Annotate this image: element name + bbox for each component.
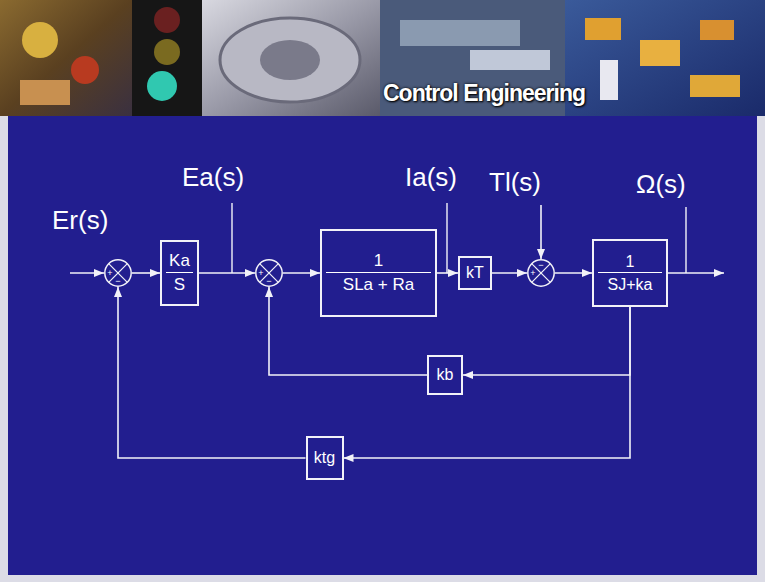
summing-junction: +− bbox=[527, 259, 555, 287]
transfer-block: kb bbox=[427, 355, 463, 395]
junction-sign: + bbox=[105, 268, 115, 278]
photo-detail bbox=[22, 22, 58, 58]
junction-circle bbox=[256, 260, 282, 286]
machine-part bbox=[400, 20, 520, 46]
traffic-light bbox=[132, 0, 202, 116]
signal-leader bbox=[685, 207, 686, 273]
circuit-photo bbox=[565, 0, 765, 116]
circuit-part bbox=[585, 18, 621, 40]
transfer-block: ktg bbox=[306, 436, 344, 480]
transfer-block: 1SLa + Ra bbox=[320, 229, 437, 317]
machine-photo bbox=[202, 0, 380, 116]
circuit-part bbox=[690, 75, 740, 97]
junction-sign: + bbox=[256, 268, 266, 278]
traffic-lamp bbox=[154, 39, 180, 65]
summing-junction: +− bbox=[255, 259, 283, 287]
disturbance-arrow bbox=[540, 205, 542, 259]
numerator: 1 bbox=[326, 251, 431, 273]
junction-sign: − bbox=[113, 276, 123, 286]
signal-line bbox=[199, 272, 255, 274]
circuit-part bbox=[700, 20, 734, 40]
signal-name: Ea(s) bbox=[182, 162, 244, 192]
circuit-part bbox=[600, 60, 618, 100]
banner-ground bbox=[0, 0, 765, 116]
denominator: SLa + Ra bbox=[326, 273, 431, 295]
denominator: SJ+ka bbox=[598, 273, 662, 294]
machine-part bbox=[470, 50, 550, 70]
signal-line bbox=[555, 272, 592, 274]
signal-line bbox=[492, 272, 527, 274]
output-arrow bbox=[668, 272, 724, 274]
machine-part bbox=[220, 18, 360, 102]
signal-leader bbox=[231, 203, 232, 273]
photo-detail bbox=[20, 80, 70, 105]
machine-part bbox=[260, 40, 320, 80]
gain-label: ktg bbox=[312, 448, 338, 467]
numerator: Ka bbox=[166, 251, 193, 273]
signal-line bbox=[283, 272, 320, 274]
traffic-lamp bbox=[147, 71, 177, 101]
signal-line bbox=[118, 287, 306, 458]
signal-name: Er(s) bbox=[52, 205, 108, 235]
circuit-part bbox=[640, 40, 680, 66]
signal-name: Ω(s) bbox=[636, 169, 686, 199]
photo-detail bbox=[71, 56, 99, 84]
transfer-block: KaS bbox=[160, 240, 199, 306]
junction-sign: + bbox=[528, 268, 538, 278]
signal-line bbox=[132, 272, 160, 274]
banner-title: Control Engineering bbox=[383, 80, 585, 106]
signal-name: Ia(s) bbox=[405, 162, 457, 192]
transfer-block: 1SJ+ka bbox=[592, 239, 668, 307]
junction-circle bbox=[528, 260, 554, 286]
numerator: 1 bbox=[598, 252, 662, 273]
transfer-block: kT bbox=[458, 256, 492, 290]
input-arrow bbox=[70, 272, 104, 274]
junction-circle bbox=[105, 260, 131, 286]
signal-line bbox=[463, 307, 630, 375]
traffic-lamp bbox=[154, 7, 180, 33]
blue-panel bbox=[8, 114, 757, 575]
signal-leader bbox=[446, 203, 447, 273]
signal-name: Tl(s) bbox=[489, 167, 541, 197]
signal-line bbox=[437, 272, 458, 274]
summing-junction: +− bbox=[104, 259, 132, 287]
junction-sign: − bbox=[536, 260, 546, 270]
banner-photo bbox=[0, 0, 765, 116]
junction-sign: − bbox=[264, 276, 274, 286]
signal-line bbox=[344, 307, 631, 458]
denominator: S bbox=[166, 273, 193, 295]
gain-label: kT bbox=[464, 263, 486, 282]
gain-label: kb bbox=[433, 365, 457, 384]
photo-panel bbox=[0, 0, 132, 116]
